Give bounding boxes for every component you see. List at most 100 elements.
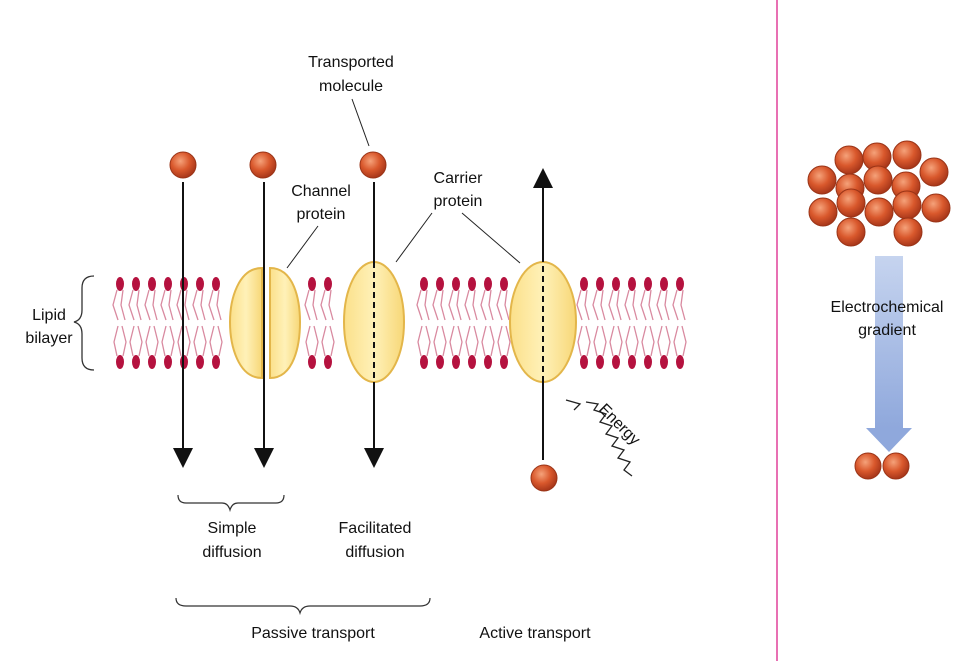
lipid-tail xyxy=(465,325,479,357)
gradient-label-1: Electrochemical xyxy=(831,299,944,316)
lipid-head xyxy=(308,355,316,369)
lipid-head xyxy=(644,355,652,369)
lipid-bilayer xyxy=(112,277,687,369)
energy-arrow-tip xyxy=(565,399,582,411)
lipid-head xyxy=(324,277,332,291)
lipid-tail xyxy=(112,289,126,321)
cluster-molecule xyxy=(921,193,951,223)
lipid-tail xyxy=(641,325,655,357)
lipid-tail xyxy=(208,289,222,321)
lipid-head xyxy=(484,277,492,291)
lipid-head xyxy=(660,277,668,291)
carrier-protein-label-1: Carrier xyxy=(434,170,484,187)
lipid-tail xyxy=(577,325,591,357)
molecule-low-1 xyxy=(854,452,882,480)
lipid-head xyxy=(612,277,620,291)
lipid-tail xyxy=(128,289,142,321)
lipid-bilayer-brace xyxy=(73,275,95,371)
carrier-protein-label-2: protein xyxy=(434,193,483,210)
energy-label: Energy xyxy=(595,401,643,449)
lipid-head xyxy=(212,277,220,291)
molecule-low-2 xyxy=(882,452,910,480)
channel-protein-label-1: Channel xyxy=(291,183,351,200)
lipid-tail xyxy=(433,325,447,357)
molecule-facilitated xyxy=(359,151,387,179)
lipid-tail xyxy=(320,289,334,321)
molecule-active xyxy=(530,464,558,492)
cluster-molecule xyxy=(808,197,838,227)
simple-diffusion-brace xyxy=(177,494,285,513)
lipid-tail xyxy=(496,289,510,321)
lipid-head xyxy=(148,277,156,291)
lipid-tail xyxy=(481,325,495,357)
lipid-head xyxy=(500,277,508,291)
channel-protein xyxy=(228,266,302,380)
molecule-simple-1 xyxy=(169,151,197,179)
lipid-head xyxy=(660,355,668,369)
lipid-tail xyxy=(608,289,622,321)
lipid-head xyxy=(452,355,460,369)
lipid-head xyxy=(484,355,492,369)
lipid-tail xyxy=(321,325,335,357)
active-transport-label: Active transport xyxy=(479,625,591,642)
facilitated-diffusion-label-2: diffusion xyxy=(345,544,404,561)
passive-transport-brace xyxy=(175,597,431,616)
lipid-head xyxy=(212,355,220,369)
lipid-tail xyxy=(192,289,206,321)
lipid-bilayer-label-2: bilayer xyxy=(25,330,73,347)
lipid-head xyxy=(420,355,428,369)
lipid-tail xyxy=(593,325,607,357)
lipid-head xyxy=(676,355,684,369)
lipid-tail xyxy=(176,289,190,321)
lipid-tail xyxy=(657,325,671,357)
lipid-tail xyxy=(209,325,223,357)
lipid-head xyxy=(468,277,476,291)
lipid-tail xyxy=(432,289,446,321)
cluster-molecule xyxy=(863,165,893,195)
leader-lines xyxy=(286,98,521,269)
cluster-molecule xyxy=(892,140,922,170)
cluster-molecule xyxy=(834,145,864,175)
lipid-tail xyxy=(416,289,430,321)
lipid-head xyxy=(452,277,460,291)
lipid-tail xyxy=(464,289,478,321)
lipid-tail xyxy=(145,325,159,357)
lipid-head xyxy=(676,277,684,291)
lipid-tail xyxy=(673,325,687,357)
molecule-simple-2 xyxy=(249,151,277,179)
channel-protein-label-2: protein xyxy=(297,206,346,223)
transported-molecule-label-2: molecule xyxy=(319,78,383,95)
lipid-head xyxy=(116,355,124,369)
lipid-head xyxy=(628,355,636,369)
lipid-tail xyxy=(113,325,127,357)
lipid-head xyxy=(164,277,172,291)
lipid-head xyxy=(132,355,140,369)
cluster-molecule xyxy=(807,165,837,195)
lipid-head xyxy=(308,277,316,291)
lipid-tail xyxy=(417,325,431,357)
cluster-molecule xyxy=(919,157,949,187)
lipid-head xyxy=(596,277,604,291)
gradient-label-2: gradient xyxy=(858,322,916,339)
lipid-tail xyxy=(193,325,207,357)
cluster-molecule xyxy=(892,190,922,220)
cluster-molecule xyxy=(864,197,894,227)
lipid-tail xyxy=(640,289,654,321)
lipid-tail xyxy=(576,289,590,321)
passive-transport-label: Passive transport xyxy=(251,625,375,642)
lipid-tail xyxy=(672,289,686,321)
lipid-head xyxy=(196,355,204,369)
lipid-head xyxy=(644,277,652,291)
simple-diffusion-label-1: Simple xyxy=(208,520,257,537)
lipid-tail xyxy=(144,289,158,321)
lipid-head xyxy=(580,355,588,369)
lipid-tail xyxy=(304,289,318,321)
transport-arrows xyxy=(173,168,553,468)
lipid-head xyxy=(324,355,332,369)
low-concentration-pair xyxy=(854,452,910,480)
lipid-head xyxy=(436,277,444,291)
lipid-head xyxy=(148,355,156,369)
transported-molecule-label-1: Transported xyxy=(308,54,394,71)
lipid-tail xyxy=(609,325,623,357)
lipid-head xyxy=(132,277,140,291)
